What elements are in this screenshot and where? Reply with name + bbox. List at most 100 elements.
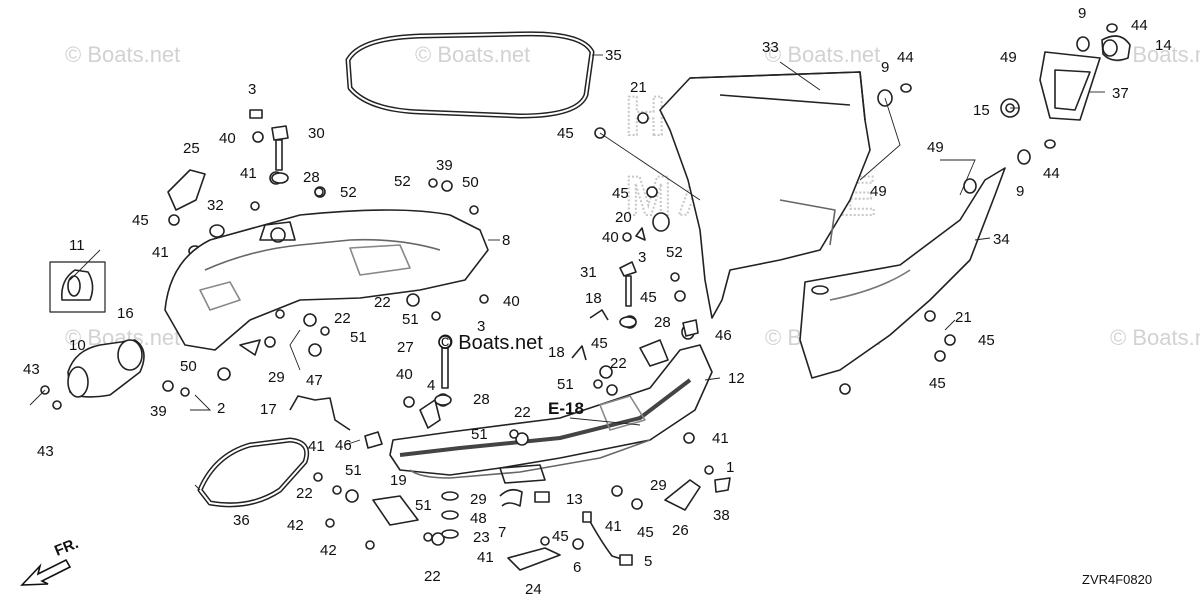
trim-24 [507,547,561,571]
callout-51: 51 [471,426,488,443]
callout-24: 24 [525,581,542,598]
callout-19: 19 [390,472,407,489]
section-reference: E-18 [548,399,584,418]
callout-28: 28 [303,169,320,186]
front-label: FR. [52,535,81,560]
bracket-26 [664,479,701,511]
callout-30: 30 [308,125,325,142]
callout-10: 10 [69,337,86,354]
side-cover-right-panel [799,167,1006,379]
callout-49: 49 [1000,49,1017,66]
callout-45: 45 [612,185,629,202]
callout-50: 50 [180,358,197,375]
center-copyright: © Boats.net [438,332,543,354]
watermark-text: © Boats.net [415,42,530,67]
callout-44: 44 [1131,17,1148,34]
callout-51: 51 [557,376,574,393]
callout-23: 23 [473,529,490,546]
shaft-27 [438,335,452,389]
clip-46a [364,431,383,449]
lower-cover-12 [389,339,713,484]
callout-45: 45 [978,332,995,349]
rod-17 [289,395,351,431]
callout-39: 39 [150,403,167,420]
callout-40: 40 [503,293,520,310]
lock-31 [619,261,637,307]
grommets-28 [271,172,637,406]
callout-35: 35 [605,47,622,64]
callout-45: 45 [557,125,574,142]
bolt-52a [314,187,324,197]
callout-50: 50 [462,174,479,191]
callout-labels: 35 33 9 44 14 9 44 49 37 21 15 45 49 49 … [23,5,1172,598]
callout-49: 49 [927,139,944,156]
callout-47: 47 [306,372,323,389]
callout-17: 17 [260,401,277,418]
callout-42: 42 [320,542,337,559]
callout-40: 40 [602,229,619,246]
callout-20: 20 [615,209,632,226]
watermark-text: © Boats.net [65,42,180,67]
callout-46: 46 [335,437,352,454]
latch-25 [167,169,206,226]
callout-45: 45 [591,335,608,352]
callout-8: 8 [502,232,510,249]
hardware-lower [313,365,731,550]
callout-31: 31 [580,264,597,281]
callout-37: 37 [1112,85,1129,102]
front-arrow-icon [20,558,72,586]
clip-7 [499,488,523,507]
callout-22: 22 [610,355,627,372]
callout-3: 3 [638,249,646,266]
clip-20-40 [622,227,646,242]
callout-41: 41 [605,518,622,535]
seal-gasket-bottom [197,437,310,508]
callout-46: 46 [715,327,732,344]
callout-21: 21 [955,309,972,326]
callout-51: 51 [345,462,362,479]
callout-11: 11 [69,237,85,254]
callout-43: 43 [23,361,40,378]
callout-4: 4 [427,377,435,394]
callout-36: 36 [233,512,250,529]
callout-28: 28 [654,314,671,331]
callout-13: 13 [566,491,583,508]
callout-1: 1 [726,459,734,476]
watermark-text: © Boats.net [1110,325,1200,350]
rear-cover-tray-8 [164,209,489,351]
callout-52: 52 [394,173,411,190]
callout-48: 48 [470,510,487,527]
callout-26: 26 [672,522,689,539]
callout-22: 22 [334,310,351,327]
callout-16: 16 [117,305,134,322]
callout-29: 29 [268,369,285,386]
callout-52: 52 [666,244,683,261]
callout-41: 41 [477,549,494,566]
callout-39: 39 [436,157,453,174]
callout-44: 44 [897,49,914,66]
callout-3: 3 [477,318,485,335]
callout-28: 28 [473,391,490,408]
callout-25: 25 [183,140,200,157]
bracket-19 [372,495,419,526]
knob-assembly-30 [249,109,289,171]
callout-27: 27 [397,339,414,356]
callout-49: 49 [870,183,887,200]
intake-duct-10-16 [67,339,145,398]
callout-18: 18 [548,344,565,361]
connector-13 [534,491,550,503]
callout-51: 51 [350,329,367,346]
grommet-14 [1101,35,1131,62]
callout-45: 45 [929,375,946,392]
bracket-37 [1039,51,1101,121]
callout-6: 6 [573,559,581,576]
inset-box-11 [49,261,106,313]
callout-22: 22 [514,404,531,421]
callout-41: 41 [308,438,325,455]
callout-52: 52 [340,184,357,201]
callout-42: 42 [287,517,304,534]
callout-32: 32 [207,197,224,214]
leader-lines [29,54,1105,491]
